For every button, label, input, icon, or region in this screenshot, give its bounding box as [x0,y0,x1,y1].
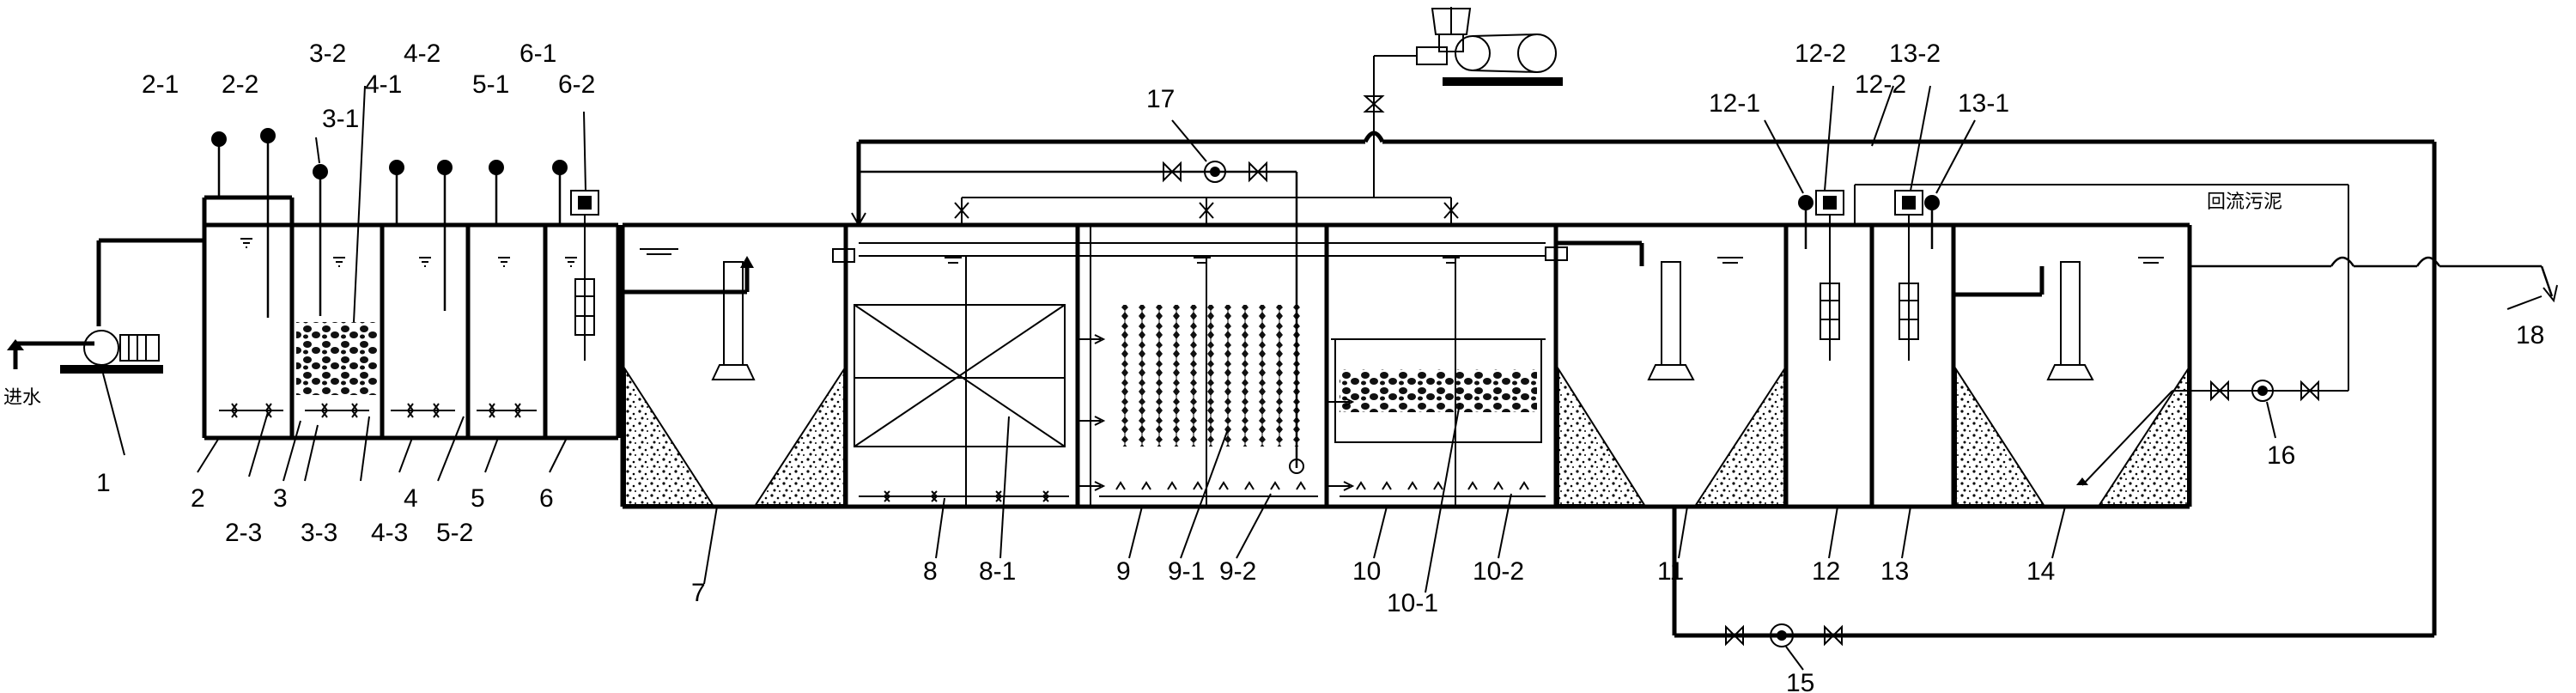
label-3: 3 [273,484,288,513]
label-7: 7 [691,579,706,607]
label-9-1: 9-1 [1168,557,1205,586]
label-5: 5 [471,484,485,513]
label-9-2: 9-2 [1219,557,1256,586]
label-4: 4 [404,484,418,513]
callout-labels: 1 2 2-1 2-2 2-3 3 3-1 3-2 3-3 4 4-1 4-2 … [3,40,2544,693]
pump-16-icon [2210,380,2319,402]
label-12-2-b: 12-2 [1855,70,1906,99]
label-17: 17 [1146,85,1175,113]
label-2-2: 2-2 [222,70,258,99]
influent-label: 进水 [3,387,41,409]
label-16: 16 [2267,441,2295,470]
label-10-2: 10-2 [1473,557,1524,586]
label-3-2: 3-2 [309,40,346,68]
tank-10-media [1340,369,1537,412]
label-15: 15 [1786,669,1814,693]
label-11: 11 [1657,557,1684,586]
tank-14-settling [1953,222,2348,509]
label-12: 12 [1812,557,1840,586]
aerator-row [219,403,537,418]
label-2: 2 [191,484,205,513]
label-4-3: 4-3 [371,519,408,547]
tanks-12-13 [1783,184,2349,509]
leader-lines [102,85,2543,671]
tank-7-settling [618,222,855,509]
label-9: 9 [1116,557,1131,586]
label-18: 18 [2516,321,2544,350]
label-6-2: 6-2 [558,70,595,99]
tank-11-settling [1545,222,1786,509]
influent-section [7,238,206,374]
label-10: 10 [1352,557,1381,586]
stirrer-6-icon [570,190,599,361]
label-13-1: 13-1 [1958,89,2009,118]
return-sludge-label: 回流污泥 [2207,191,2282,213]
flow-arrows [1078,334,1355,491]
label-6: 6 [539,484,554,513]
label-8-1: 8-1 [979,557,1016,586]
label-13: 13 [1880,557,1909,586]
tank-3-media [296,322,378,395]
label-12-2-a: 12-2 [1795,40,1846,68]
pump-17-icon [1163,161,1267,183]
label-3-3: 3-3 [301,519,337,547]
label-14: 14 [2026,557,2055,586]
label-2-3: 2-3 [225,519,262,547]
valve-icon [954,202,1459,219]
label-6-1: 6-1 [519,40,556,68]
valve-icon [1363,95,1385,112]
label-10-1: 10-1 [1387,589,1438,617]
pretreatment-tanks [202,128,621,441]
pump-15-icon [1725,623,1843,647]
tank-9-media [1116,305,1309,447]
label-4-1: 4-1 [365,70,402,99]
water-level-icon [240,238,577,267]
label-13-2: 13-2 [1889,40,1941,68]
label-12-1: 12-1 [1709,89,1760,118]
biological-tanks [846,222,1556,509]
label-5-2: 5-2 [436,519,473,547]
water-level-icon [945,257,1460,264]
aerator-row [883,481,1529,502]
label-5-1: 5-1 [472,70,509,99]
blower-icon [1408,7,1563,86]
label-3-1: 3-1 [322,105,359,133]
label-4-2: 4-2 [404,40,440,68]
label-1: 1 [96,469,111,497]
label-8: 8 [923,557,938,586]
label-2-1: 2-1 [142,70,179,99]
pump-1-icon [60,330,163,374]
probe-icon [211,128,568,318]
